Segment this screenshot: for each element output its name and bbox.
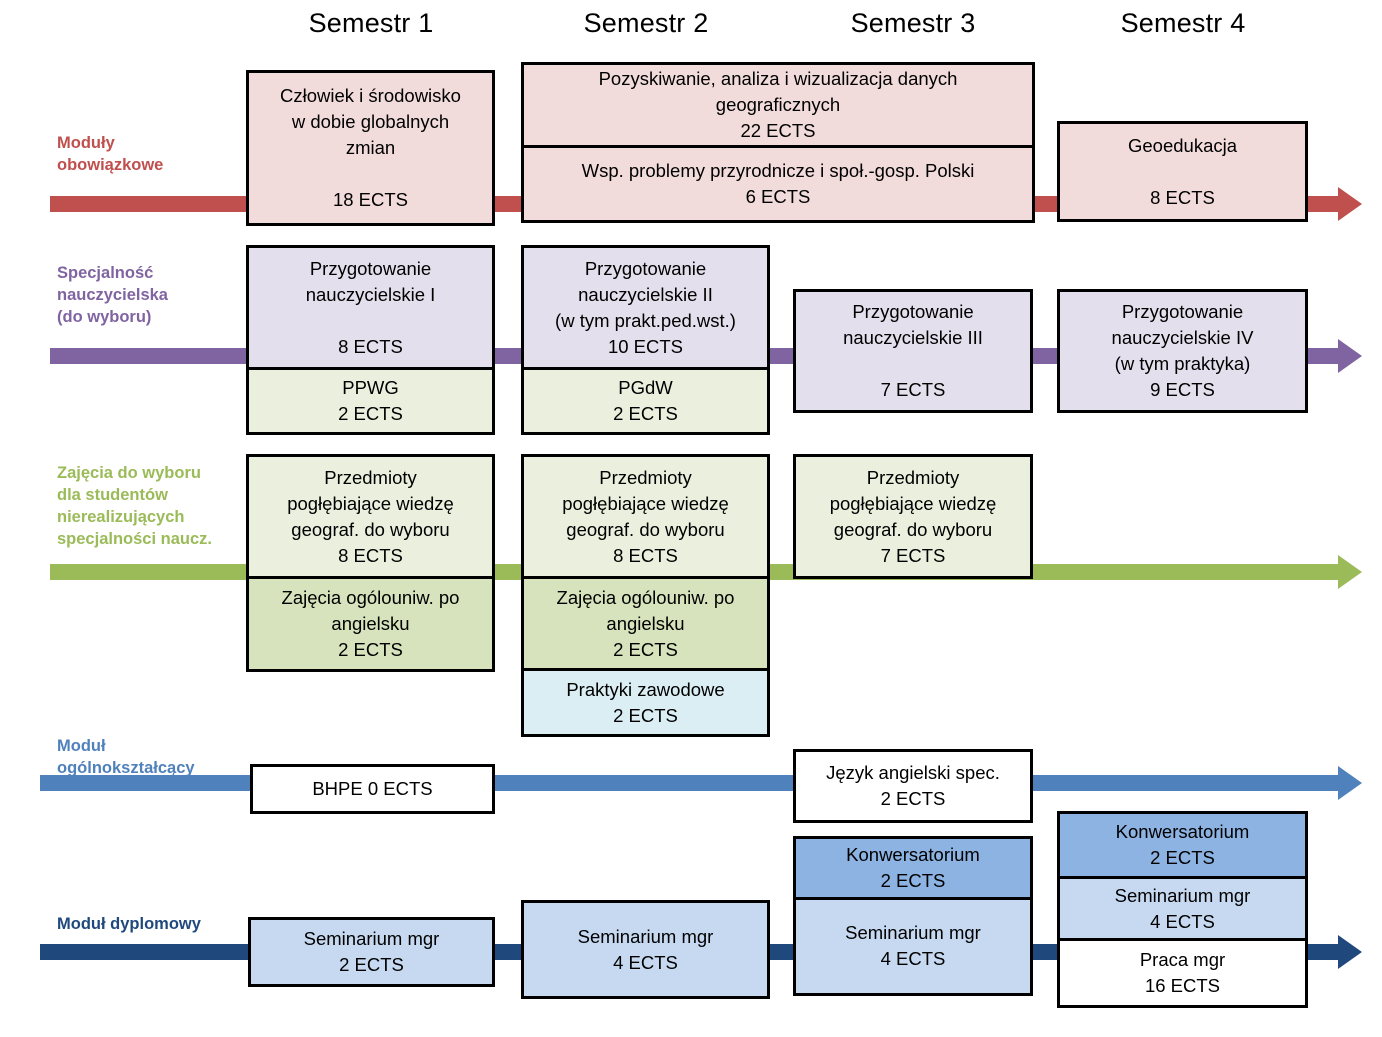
course-stack-semestr-2-obligatory: Pozyskiwanie, analiza i wizualizacja dan… bbox=[521, 62, 1035, 223]
course-box-przedmioty-poglebiajace-s1[interactable]: Przedmioty pogłębiające wiedzę geograf. … bbox=[246, 454, 495, 579]
course-box-konwersatorium-s3[interactable]: Konwersatorium 2 ECTS bbox=[793, 836, 1033, 900]
row-label-elective: Zajęcia do wyboru dla studentów niereali… bbox=[57, 464, 212, 548]
course-box-przygotowanie-nauczycielskie-iv[interactable]: Przygotowanie nauczycielskie IV (w tym p… bbox=[1057, 289, 1308, 413]
timeline-arrow-general bbox=[40, 766, 1362, 800]
column-header-semestr-4: Semestr 4 bbox=[1120, 8, 1246, 38]
course-box-przygotowanie-nauczycielskie-i[interactable]: Przygotowanie nauczycielskie I 8 ECTS bbox=[246, 245, 495, 370]
course-stack-semestr-2-specialty: Przygotowanie nauczycielskie II (w tym p… bbox=[521, 245, 770, 435]
timeline-arrowhead-obligatory bbox=[1338, 187, 1362, 221]
timeline-arrowhead-diploma bbox=[1338, 935, 1362, 969]
course-box-praktyki-zawodowe[interactable]: Praktyki zawodowe 2 ECTS bbox=[521, 668, 770, 737]
course-box-przygotowanie-nauczycielskie-iii[interactable]: Przygotowanie nauczycielskie III 7 ECTS bbox=[793, 289, 1033, 413]
column-header-semestr-3: Semestr 3 bbox=[850, 8, 976, 38]
course-box-zajecia-ogolouniw-s1[interactable]: Zajęcia ogólouniw. po angielsku 2 ECTS bbox=[246, 575, 495, 672]
course-box-seminarium-mgr-s2[interactable]: Seminarium mgr 4 ECTS bbox=[521, 900, 770, 999]
row-label-diploma: Moduł dyplomowy bbox=[57, 915, 201, 933]
course-stack-semestr-1-specialty: Przygotowanie nauczycielskie I 8 ECTS PP… bbox=[246, 245, 495, 435]
course-box-seminarium-mgr-s3[interactable]: Seminarium mgr 4 ECTS bbox=[793, 896, 1033, 996]
course-stack-semestr-3-diploma: Konwersatorium 2 ECTS Seminarium mgr 4 E… bbox=[793, 836, 1033, 996]
course-box-ppwg[interactable]: PPWG 2 ECTS bbox=[246, 366, 495, 435]
course-box-konwersatorium-s4[interactable]: Konwersatorium 2 ECTS bbox=[1057, 811, 1308, 879]
row-label-obligatory: Moduły obowiązkowe bbox=[57, 134, 164, 174]
course-box-bhpe[interactable]: BHPE 0 ECTS bbox=[250, 764, 495, 814]
timeline-arrowhead-specialty bbox=[1338, 339, 1362, 373]
course-box-jezyk-angielski-spec[interactable]: Język angielski spec. 2 ECTS bbox=[793, 749, 1033, 823]
row-label-general: Moduł ogólnokształcący bbox=[57, 737, 195, 777]
course-stack-semestr-2-elective: Przedmioty pogłębiające wiedzę geograf. … bbox=[521, 454, 770, 737]
timeline-bar-general bbox=[40, 775, 1340, 791]
column-header-semestr-1: Semestr 1 bbox=[308, 8, 434, 38]
course-stack-semestr-4-diploma: Konwersatorium 2 ECTS Seminarium mgr 4 E… bbox=[1057, 811, 1308, 1008]
course-box-pozyskiwanie-analiza[interactable]: Pozyskiwanie, analiza i wizualizacja dan… bbox=[521, 62, 1035, 148]
column-header-semestr-2: Semestr 2 bbox=[583, 8, 709, 38]
row-label-specialty: Specjalność nauczycielska (do wyboru) bbox=[57, 264, 168, 326]
course-box-seminarium-mgr-s1[interactable]: Seminarium mgr 2 ECTS bbox=[248, 917, 495, 987]
timeline-arrowhead-general bbox=[1338, 766, 1362, 800]
timeline-arrowhead-elective bbox=[1338, 555, 1362, 589]
course-box-przedmioty-poglebiajace-s2[interactable]: Przedmioty pogłębiające wiedzę geograf. … bbox=[521, 454, 770, 579]
course-box-przedmioty-poglebiajace-s3[interactable]: Przedmioty pogłębiające wiedzę geograf. … bbox=[793, 454, 1033, 579]
course-box-praca-mgr[interactable]: Praca mgr 16 ECTS bbox=[1057, 938, 1308, 1008]
course-box-seminarium-mgr-s4[interactable]: Seminarium mgr 4 ECTS bbox=[1057, 875, 1308, 942]
course-box-wsp-problemy[interactable]: Wsp. problemy przyrodnicze i społ.-gosp.… bbox=[521, 144, 1035, 223]
course-box-geoedukacja[interactable]: Geoedukacja 8 ECTS bbox=[1057, 121, 1308, 222]
course-box-pgdw[interactable]: PGdW 2 ECTS bbox=[521, 366, 770, 435]
course-box-czlowiek-i-srodowisko[interactable]: Człowiek i środowisko w dobie globalnych… bbox=[246, 70, 495, 226]
course-box-zajecia-ogolouniw-s2[interactable]: Zajęcia ogólouniw. po angielsku 2 ECTS bbox=[521, 575, 770, 672]
course-stack-semestr-1-elective: Przedmioty pogłębiające wiedzę geograf. … bbox=[246, 454, 495, 672]
course-box-przygotowanie-nauczycielskie-ii[interactable]: Przygotowanie nauczycielskie II (w tym p… bbox=[521, 245, 770, 370]
